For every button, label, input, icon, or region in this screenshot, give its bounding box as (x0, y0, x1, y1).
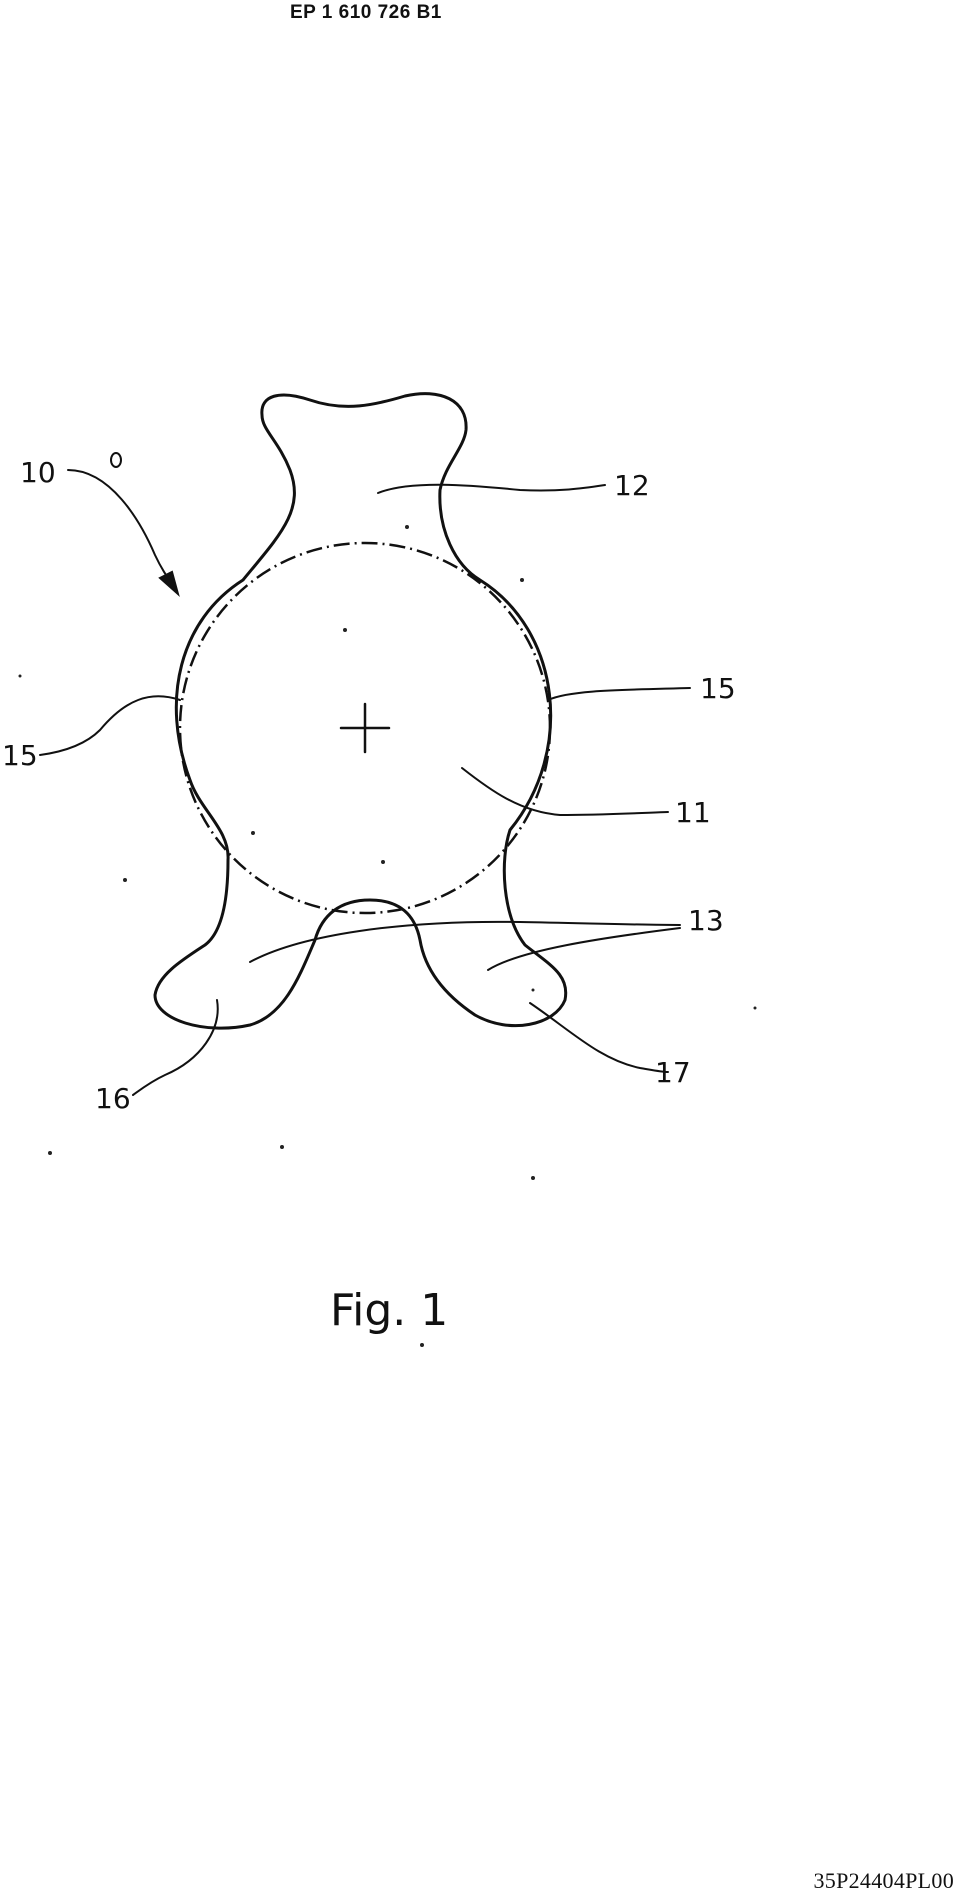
leader-15-left (39, 695, 181, 756)
leader-17 (529, 1002, 669, 1073)
speck-7 (18, 674, 22, 678)
body-circle-dashdot (178, 541, 552, 915)
document-code: 35P24404PL00 (813, 1868, 954, 1893)
speck-4 (381, 860, 385, 864)
ref-label-17: 17 (655, 1056, 691, 1089)
speck-8 (531, 988, 535, 992)
leader-12 (377, 483, 606, 494)
small-circle-mark (110, 452, 122, 468)
leader-10-arrow (67, 469, 176, 589)
leader-16 (132, 999, 219, 1096)
ref-label-12: 12 (614, 469, 650, 502)
ref-label-10: 10 (20, 456, 56, 489)
speck-9 (753, 1006, 757, 1010)
part-outline (153, 392, 568, 1030)
ref-label-15-right: 15 (700, 672, 736, 705)
speck-2 (343, 628, 347, 632)
leader-13-left (249, 920, 681, 963)
patent-number: EP 1 610 726 B1 (290, 2, 442, 23)
ref-label-16: 16 (95, 1082, 131, 1115)
speck-3 (251, 831, 255, 835)
ref-label-13: 13 (688, 904, 724, 937)
arrowhead-10 (158, 570, 180, 597)
speck-11 (280, 1145, 284, 1149)
leader-13-right (487, 927, 681, 971)
figure-caption: Fig. 1 (330, 1285, 448, 1336)
speck-6 (520, 578, 524, 582)
speck-10 (48, 1151, 52, 1155)
speck-1 (405, 525, 409, 529)
speck-5 (123, 878, 127, 882)
speck-13 (420, 1343, 424, 1347)
ref-label-15-left: 15 (2, 739, 38, 772)
leader-11 (461, 767, 669, 817)
leader-15-right (547, 687, 691, 701)
ref-label-11: 11 (675, 796, 711, 829)
speck-12 (531, 1176, 535, 1180)
